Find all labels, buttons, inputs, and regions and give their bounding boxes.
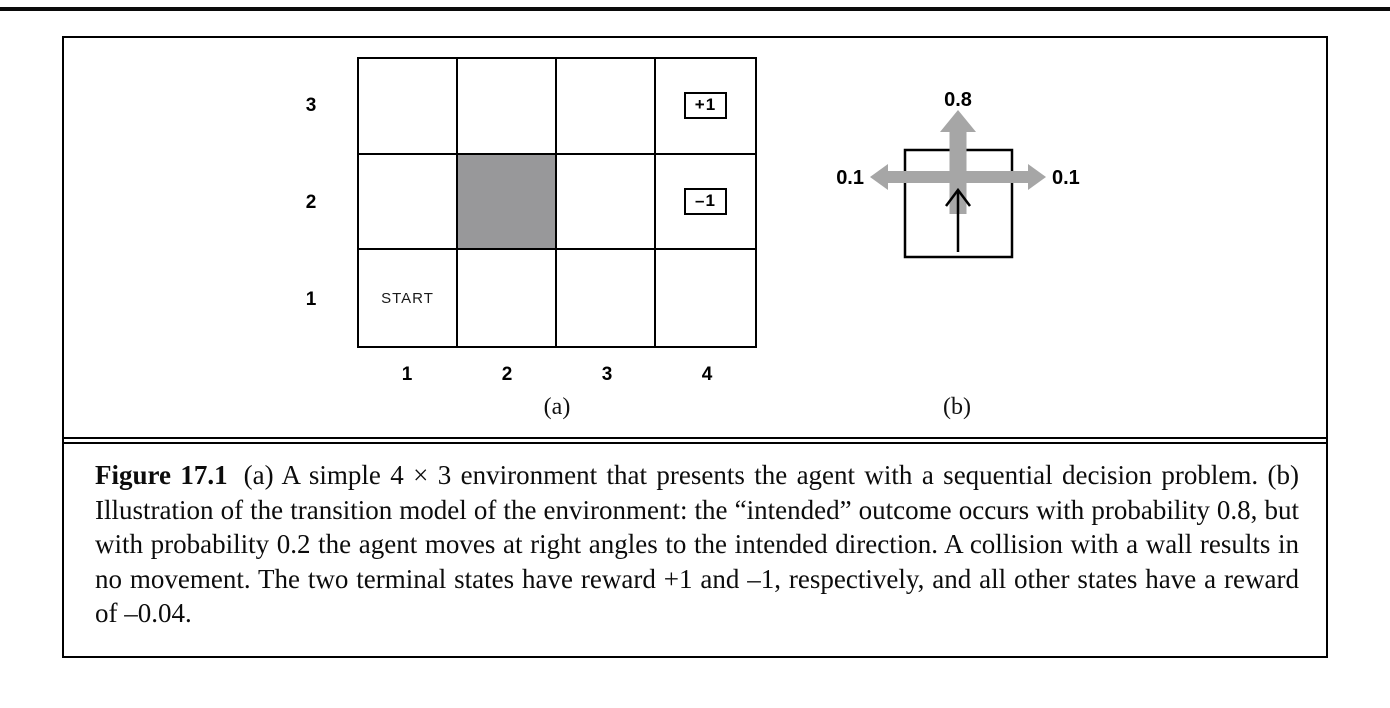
panel-b-label: (b) xyxy=(943,393,971,420)
grid-row-labels: 3 2 1 xyxy=(286,57,336,348)
col-label-1: 1 xyxy=(401,364,413,385)
grid-cell-terminal-negative: –1 xyxy=(656,155,755,251)
col-label-2: 2 xyxy=(501,364,513,385)
caption-separator-rule xyxy=(64,437,1326,444)
col-label-3: 3 xyxy=(601,364,613,385)
row-label-1: 1 xyxy=(305,288,317,310)
grid-cell xyxy=(557,250,656,346)
grid-cell xyxy=(557,154,656,251)
grid-cell xyxy=(359,59,458,155)
negative-reward-box: –1 xyxy=(684,187,727,215)
grid-cell-blocked xyxy=(458,154,557,251)
panel-a-label: (a) xyxy=(543,393,571,420)
up-arrow-shaft xyxy=(949,130,967,214)
grid-cell-start: START xyxy=(359,250,458,346)
figure-caption-text: (a) A simple 4 × 3 environment that pres… xyxy=(95,460,1299,628)
col-label-4: 4 xyxy=(701,364,713,385)
grid-cell xyxy=(557,59,656,155)
right-arrow-head-icon xyxy=(1028,164,1046,190)
probability-right-label: 0.1 xyxy=(1052,167,1080,189)
start-label: START xyxy=(381,289,434,307)
grid-cell xyxy=(656,250,755,346)
grid-cell xyxy=(458,250,557,346)
row-label-3: 3 xyxy=(305,94,317,116)
grid-cell xyxy=(359,154,458,251)
grid-world: +1 –1 START xyxy=(357,57,757,348)
grid-cell xyxy=(458,59,557,155)
grid-column-labels: 1 2 3 4 xyxy=(357,362,757,388)
left-arrow-head-icon xyxy=(870,164,888,190)
row-label-2: 2 xyxy=(305,191,317,213)
positive-reward-box: +1 xyxy=(683,92,728,120)
intended-direction-arrowhead-icon xyxy=(945,187,971,207)
left-arrow-shaft xyxy=(888,171,954,183)
page-top-rule xyxy=(0,7,1390,11)
up-arrow-head-icon xyxy=(940,110,976,132)
probability-left-label: 0.1 xyxy=(836,167,864,189)
figure-caption: Figure 17.1(a) A simple 4 × 3 environmen… xyxy=(95,458,1299,631)
right-arrow-shaft xyxy=(962,171,1028,183)
figure-box: 3 2 1 +1 –1 START xyxy=(62,36,1328,658)
transition-model-diagram: 0.8 0.1 0.1 xyxy=(836,89,1080,259)
figure-number-label: Figure 17.1 xyxy=(95,460,228,490)
probability-up-label: 0.8 xyxy=(944,89,972,111)
grid-cell-terminal-positive: +1 xyxy=(656,59,755,155)
